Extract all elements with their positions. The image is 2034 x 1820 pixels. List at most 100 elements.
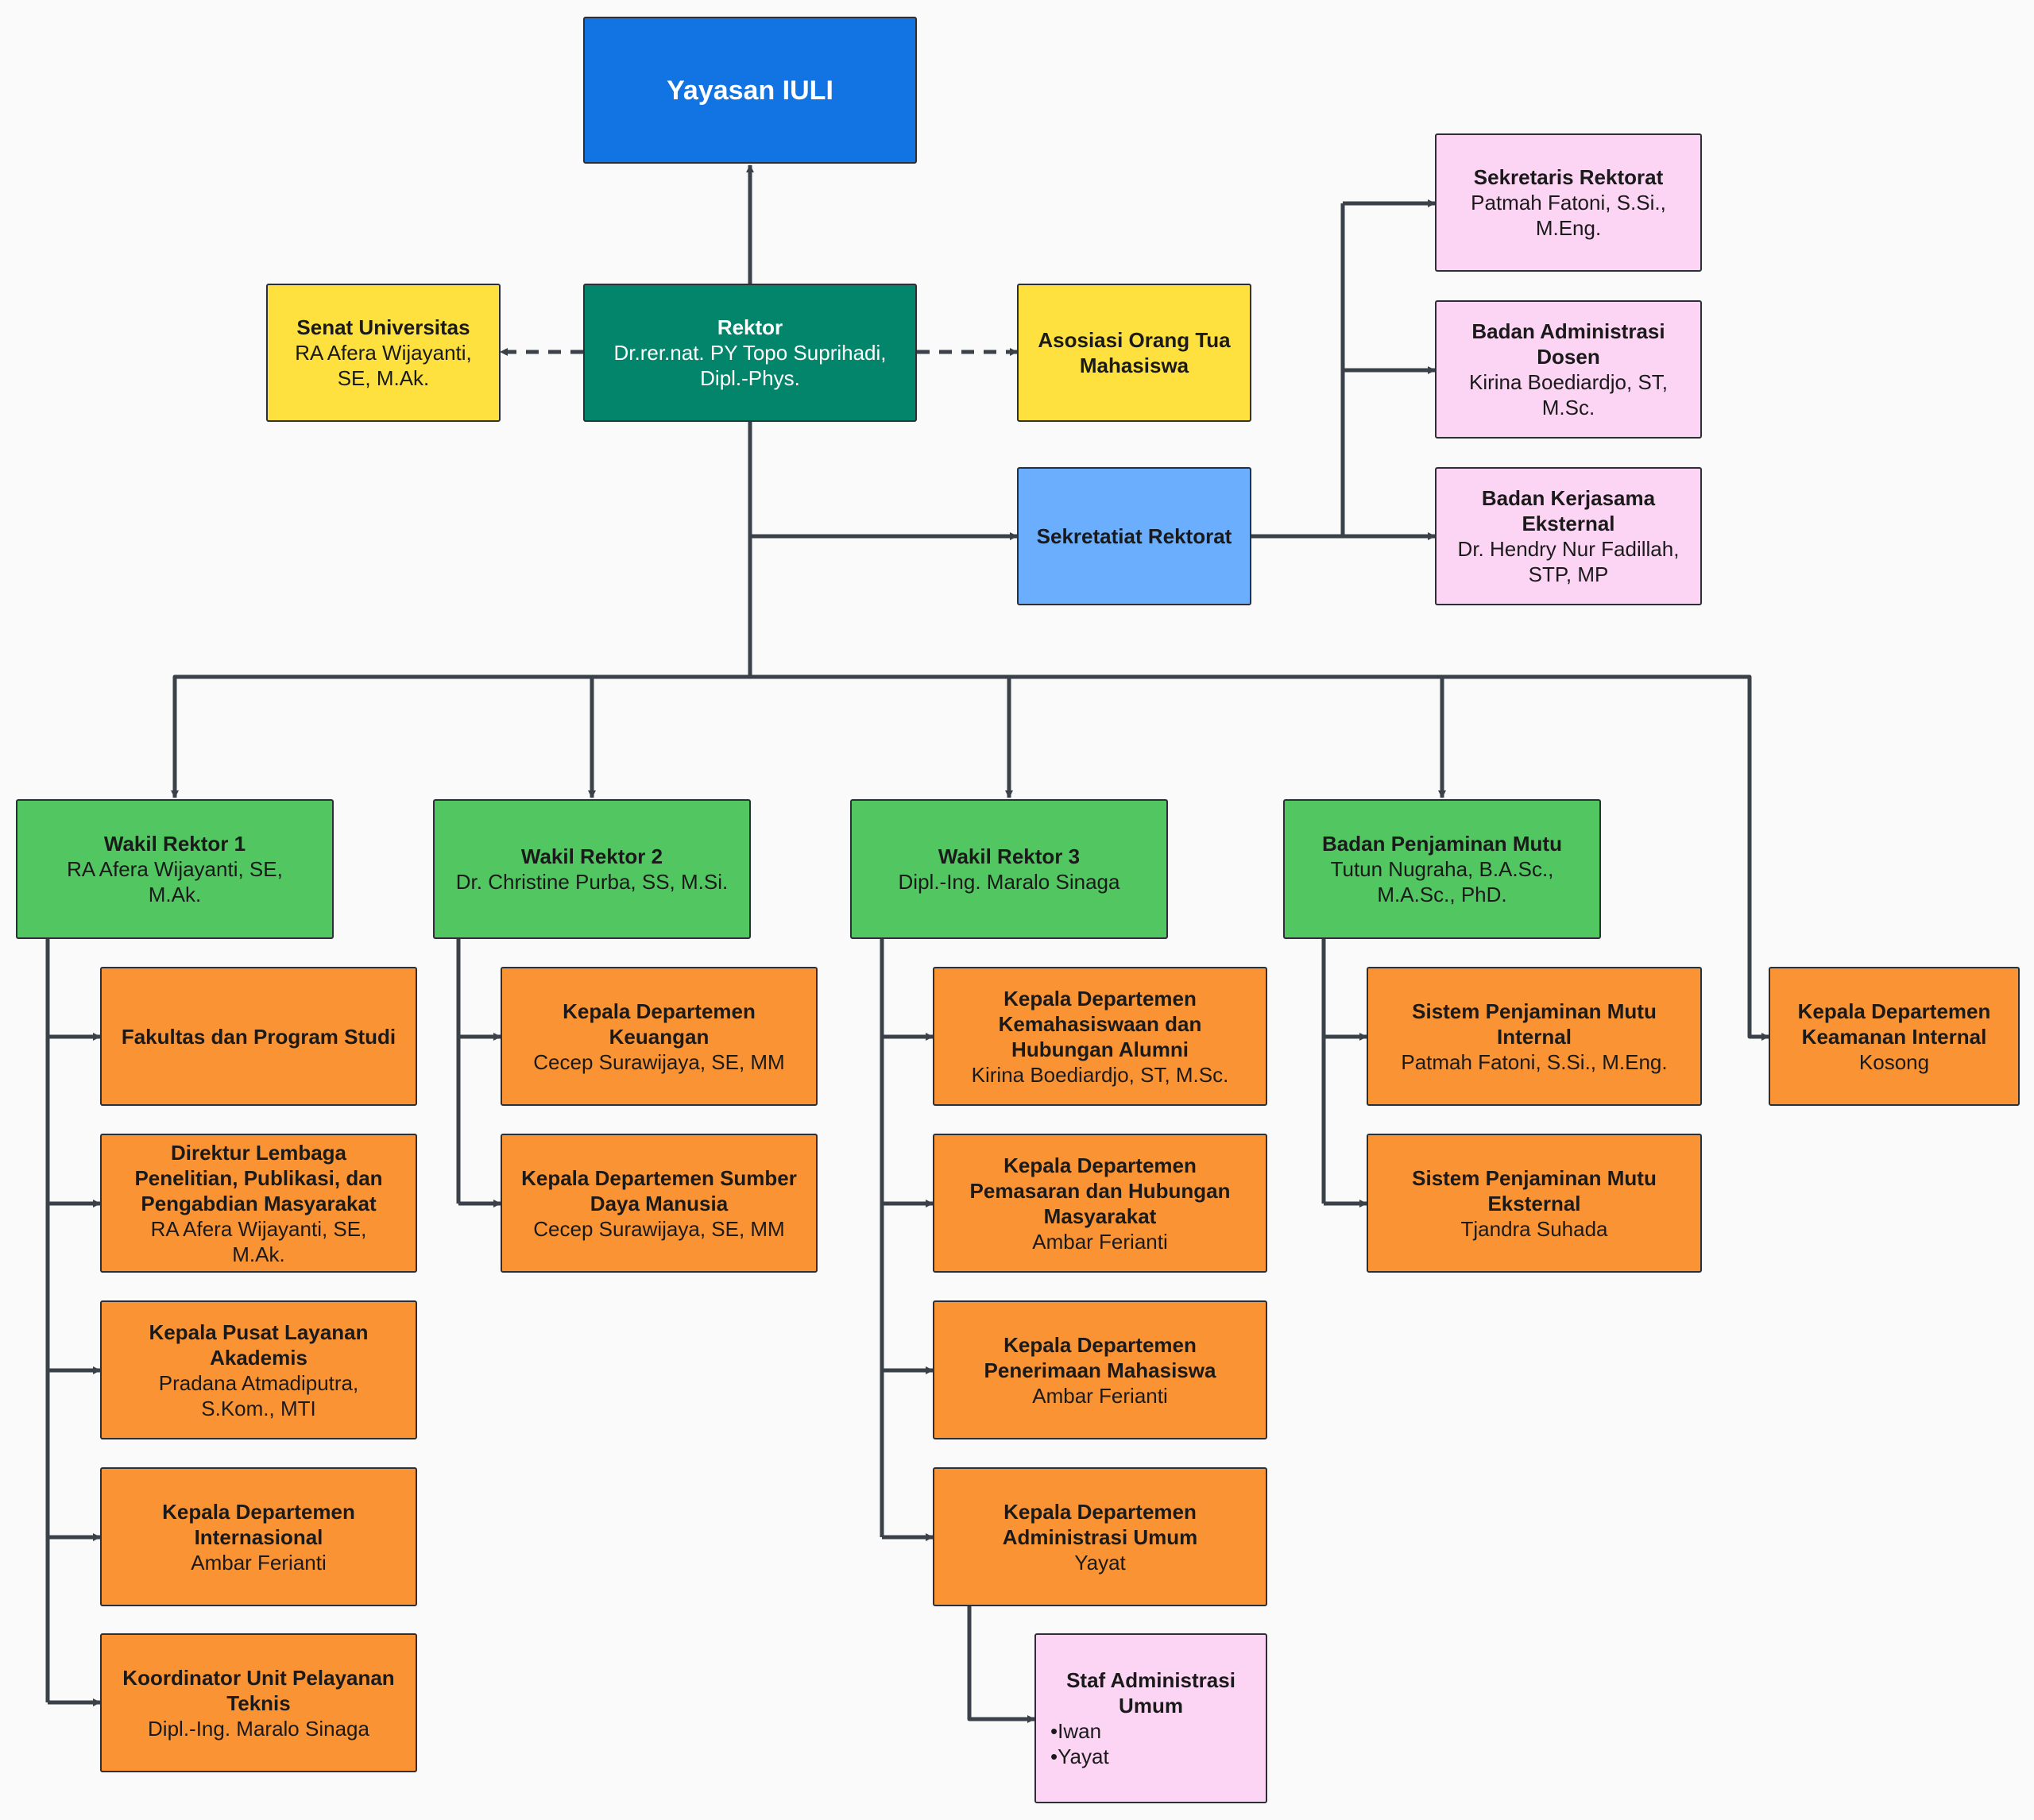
pemasaran-box: Kepala Departemen Pemasaran dan Hubungan… [933, 1134, 1267, 1273]
sekretariat-branch-line [1251, 203, 1345, 539]
adum-box: Kepala Departemen Administrasi Umum Yaya… [933, 1467, 1267, 1606]
kema-title-line3: Hubungan Alumni [1011, 1037, 1189, 1061]
senat-name-line1: RA Afera Wijayanti, [295, 341, 472, 365]
wr2-name: Dr. Christine Purba, SS, M.Si. [455, 870, 729, 894]
staf-title-line1: Staf Administrasi [1066, 1668, 1235, 1692]
wr2-box: Wakil Rektor 2 Dr. Christine Purba, SS, … [433, 799, 751, 939]
rektor-name-line2: Dipl.-Phys. [700, 366, 800, 390]
upt-title-line1: Koordinator Unit Pelayanan [122, 1665, 395, 1690]
pemasaran-title-line3: Masyarakat [1043, 1204, 1157, 1228]
bke-name-line1: Dr. Hendry Nur Fadillah, [1457, 537, 1680, 561]
sekretaris-name-line2: M.Eng. [1535, 216, 1602, 240]
sekretaris-name-line1: Patmah Fatoni, S.Si., [1471, 191, 1666, 214]
pla-title-line2: Akademis [210, 1345, 307, 1370]
yayasan-title: Yayasan IULI [667, 75, 833, 106]
kema-name: Kirina Boediardjo, ST, M.Sc. [971, 1062, 1229, 1087]
yayasan-box: Yayasan IULI [583, 17, 917, 164]
sekretariat-box: Sekretatiat Rektorat [1017, 467, 1251, 605]
wr3-box: Wakil Rektor 3 Dipl.-Ing. Maralo Sinaga [850, 799, 1168, 939]
spmi-name: Patmah Fatoni, S.Si., M.Eng. [1401, 1049, 1668, 1074]
senat-box: Senat Universitas RA Afera Wijayanti, SE… [266, 284, 501, 422]
staf-member-item: Iwan [1050, 1718, 1109, 1744]
kema-box: Kepala Departemen Kemahasiswaan dan Hubu… [933, 967, 1267, 1106]
lppm-title-line2: Penelitian, Publikasi, dan [134, 1165, 383, 1190]
lppm-name-line2: M.Ak. [232, 1242, 285, 1266]
bpm-title: Badan Penjaminan Mutu [1322, 832, 1562, 856]
sdm-name: Cecep Surawijaya, SE, MM [533, 1216, 785, 1241]
asosiasi-box: Asosiasi Orang Tua Mahasiswa [1017, 284, 1251, 422]
asosiasi-title-line2: Mahasiswa [1079, 354, 1189, 377]
adum-name: Yayat [1074, 1550, 1126, 1575]
spmi-box: Sistem Penjaminan Mutu Internal Patmah F… [1367, 967, 1702, 1106]
wr1-name-line2: M.Ak. [148, 883, 202, 906]
bpm-branch-line [1009, 674, 1446, 798]
staf-member-list: Iwan Yayat [1050, 1718, 1109, 1769]
spmi-title-line2: Internal [1497, 1024, 1572, 1049]
pemasaran-title-line1: Kepala Departemen [1003, 1153, 1197, 1177]
bad-title-line1: Badan Administrasi [1471, 319, 1665, 343]
sdm-box: Kepala Departemen Sumber Daya Manusia Ce… [501, 1134, 818, 1273]
bke-title-line1: Badan Kerjasama [1481, 486, 1656, 510]
wr1-title: Wakil Rektor 1 [103, 832, 246, 856]
sekretariat-title: Sekretatiat Rektorat [1036, 524, 1232, 548]
intl-box: Kepala Departemen Internasional Ambar Fe… [100, 1467, 417, 1606]
pla-name-line2: S.Kom., MTI [201, 1396, 316, 1420]
kai-branch-line [1442, 674, 1769, 1041]
rektor-box: Rektor Dr.rer.nat. PY Topo Suprihadi, Di… [583, 284, 917, 422]
fak-title: Fakultas dan Program Studi [121, 1024, 396, 1049]
pemasaran-name: Ambar Ferianti [1032, 1229, 1168, 1254]
kai-box: Kepala Departemen Keamanan Internal Koso… [1769, 967, 2020, 1106]
wr1-branch-line [171, 674, 750, 798]
lppm-title-line1: Direktur Lembaga [170, 1140, 347, 1165]
bke-name-line2: STP, MP [1528, 562, 1609, 586]
intl-title-line1: Kepala Departemen [162, 1499, 355, 1524]
penerimaan-title-line1: Kepala Departemen [1003, 1332, 1197, 1357]
intl-name: Ambar Ferianti [191, 1550, 327, 1575]
penerimaan-title-line2: Penerimaan Mahasiswa [984, 1358, 1216, 1382]
bke-box: Badan Kerjasama Eksternal Dr. Hendry Nur… [1435, 467, 1702, 605]
rektor-title: Rektor [717, 315, 783, 339]
spme-name: Tjandra Suhada [1460, 1216, 1608, 1241]
sdm-title-line1: Kepala Departemen Sumber [521, 1165, 797, 1190]
keu-title-line2: Keuangan [609, 1024, 710, 1049]
wr1-name-line1: RA Afera Wijayanti, SE, [67, 857, 283, 881]
bad-title-line2: Dosen [1537, 345, 1600, 369]
upt-name: Dipl.-Ing. Maralo Sinaga [148, 1716, 369, 1741]
lppm-title-line3: Pengabdian Masyarakat [141, 1191, 377, 1215]
adum-title-line1: Kepala Departemen [1003, 1499, 1197, 1524]
lppm-name-line1: RA Afera Wijayanti, SE, [150, 1216, 367, 1241]
staf-box: Staf Administrasi Umum Iwan Yayat [1034, 1633, 1267, 1803]
staf-title-line2: Umum [1119, 1694, 1183, 1718]
pla-title-line1: Kepala Pusat Layanan [149, 1320, 369, 1344]
pla-name-line1: Pradana Atmadiputra, [158, 1370, 359, 1395]
upt-title-line2: Teknis [226, 1691, 291, 1715]
pla-box: Kepala Pusat Layanan Akademis Pradana At… [100, 1300, 417, 1439]
adum-to-staf-line [967, 1606, 1035, 1723]
bpm-name-line2: M.A.Sc., PhD. [1377, 883, 1507, 906]
spme-title-line1: Sistem Penjaminan Mutu [1412, 1165, 1657, 1190]
spme-box: Sistem Penjaminan Mutu Eksternal Tjandra… [1367, 1134, 1702, 1273]
kai-title-line1: Kepala Departemen [1797, 999, 1991, 1023]
lppm-box: Direktur Lembaga Penelitian, Publikasi, … [100, 1134, 417, 1273]
adum-title-line2: Administrasi Umum [1002, 1524, 1198, 1549]
keu-box: Kepala Departemen Keuangan Cecep Surawij… [501, 967, 818, 1106]
senat-name-line2: SE, M.Ak. [337, 366, 430, 390]
kai-name: Kosong [1858, 1049, 1930, 1074]
kai-title-line2: Keamanan Internal [1801, 1024, 1987, 1049]
wr3-title: Wakil Rektor 3 [938, 844, 1081, 868]
wr1-box: Wakil Rektor 1 RA Afera Wijayanti, SE, M… [16, 799, 334, 939]
penerimaan-name: Ambar Ferianti [1032, 1383, 1168, 1408]
wr3-branch-line [750, 674, 1013, 798]
wr3-name: Dipl.-Ing. Maralo Sinaga [898, 870, 1120, 894]
bpm-name-line1: Tutun Nugraha, B.A.Sc., [1330, 857, 1554, 881]
asosiasi-title-line1: Asosiasi Orang Tua [1038, 328, 1231, 352]
intl-title-line2: Internasional [194, 1524, 323, 1549]
pemasaran-title-line2: Pemasaran dan Hubungan [969, 1178, 1231, 1203]
kema-title-line2: Kemahasiswaan dan [998, 1011, 1202, 1036]
penerimaan-box: Kepala Departemen Penerimaan Mahasiswa A… [933, 1300, 1267, 1439]
staf-member-item: Yayat [1050, 1744, 1109, 1769]
bke-title-line2: Eksternal [1522, 512, 1615, 535]
spmi-title-line1: Sistem Penjaminan Mutu [1412, 999, 1657, 1023]
sdm-title-line2: Daya Manusia [590, 1191, 729, 1215]
